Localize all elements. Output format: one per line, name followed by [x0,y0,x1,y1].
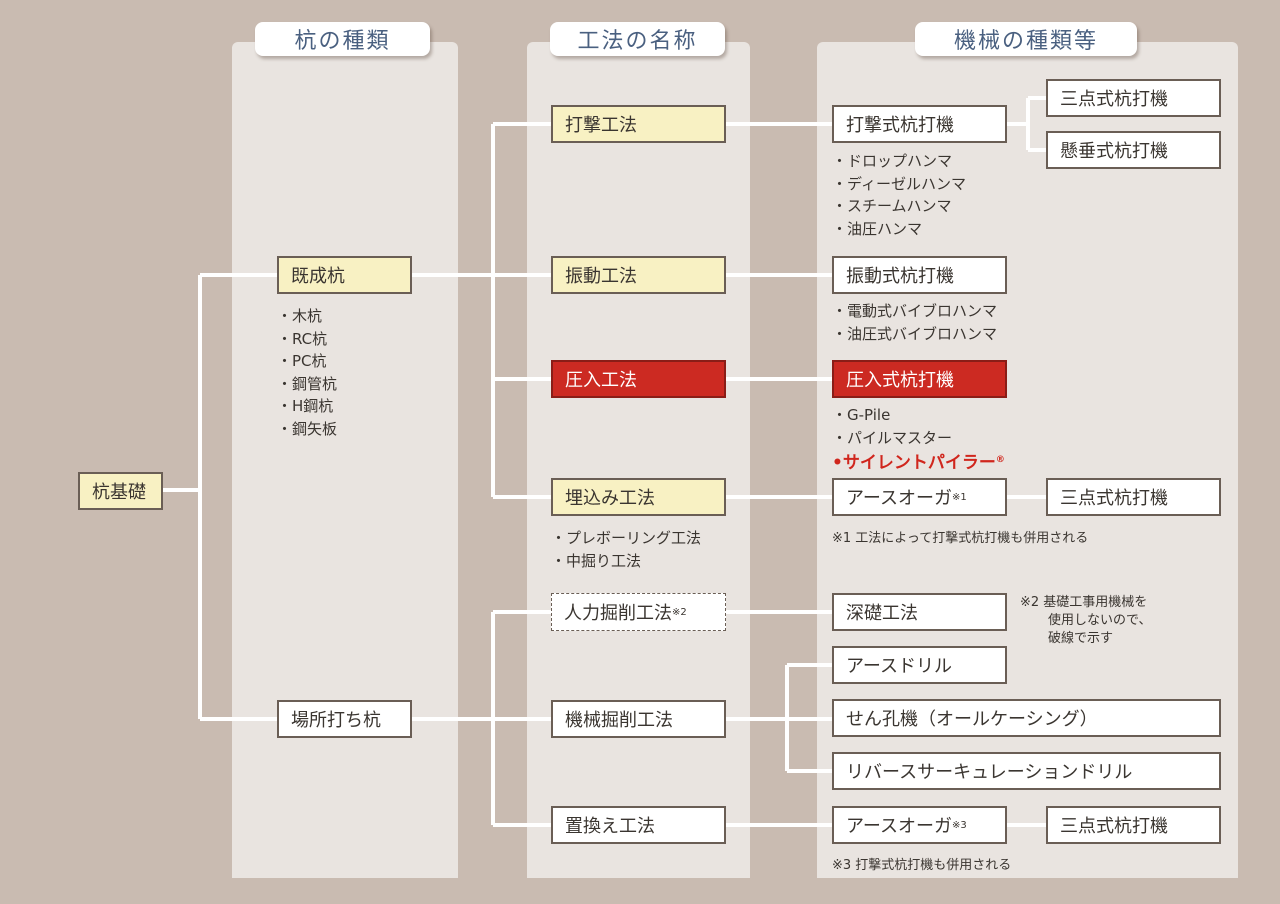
root-pile-foundation: 杭基礎 [78,472,163,510]
reverse-circulation-drill: リバースサーキュレーションドリル [832,752,1221,790]
embedded-items: ・プレボーリング工法・中掘り工法 [551,529,702,570]
cast-in-place-pile: 場所打ち杭 [277,700,412,738]
method-names-panel [527,42,750,878]
precast-items: ・木杭・RC杭・PC杭・鋼管杭・H鋼杭・鋼矢板 [277,307,338,438]
method-embedded: 埋込み工法 [551,478,726,516]
impact-items: ・ドロップハンマ・ディーゼルハンマ・スチームハンマ・油圧ハンマ [832,152,966,238]
suspended-driver: 懸垂式杭打機 [1046,131,1221,169]
header-method-names: 工法の名称 [550,22,725,56]
press-items: ・G-Pile・パイルマスター•サイレントパイラー® [832,406,1005,473]
note-3: ※3 打撃式杭打機も併用される [832,858,1012,873]
note-2: ※2 基礎工事用機械を使用しないので、破線で示す [1020,595,1152,646]
header-pile-types: 杭の種類 [255,22,430,56]
method-impact: 打撃工法 [551,105,726,143]
vibration-driver: 振動式杭打機 [832,256,1007,294]
earth-drill: アースドリル [832,646,1007,684]
deep-foundation: 深礎工法 [832,593,1007,631]
method-manual: 人力掘削工法※2 [551,593,726,631]
header-machine-types: 機械の種類等 [915,22,1137,56]
earth-auger-3: アースオーガ※3 [832,806,1007,844]
method-vibration: 振動工法 [551,256,726,294]
earth-auger-1: アースオーガ※1 [832,478,1007,516]
three-point-driver-3: 三点式杭打機 [1046,806,1221,844]
method-press-in: 圧入工法 [551,360,726,398]
method-replacement: 置換え工法 [551,806,726,844]
boring-machine: せん孔機（オールケーシング） [832,699,1221,737]
precast-pile: 既成杭 [277,256,412,294]
impact-driver: 打撃式杭打機 [832,105,1007,143]
three-point-driver: 三点式杭打機 [1046,79,1221,117]
press-driver: 圧入式杭打機 [832,360,1007,398]
note-1: ※1 工法によって打撃式杭打機も併用される [832,531,1089,546]
three-point-driver-2: 三点式杭打機 [1046,478,1221,516]
pile-types-panel [232,42,458,878]
silent-piler: •サイレントパイラー [832,453,996,473]
method-mechanical: 機械掘削工法 [551,700,726,738]
machine-types-panel [817,42,1238,878]
vibration-items: ・電動式バイブロハンマ・油圧式バイブロハンマ [832,302,998,343]
